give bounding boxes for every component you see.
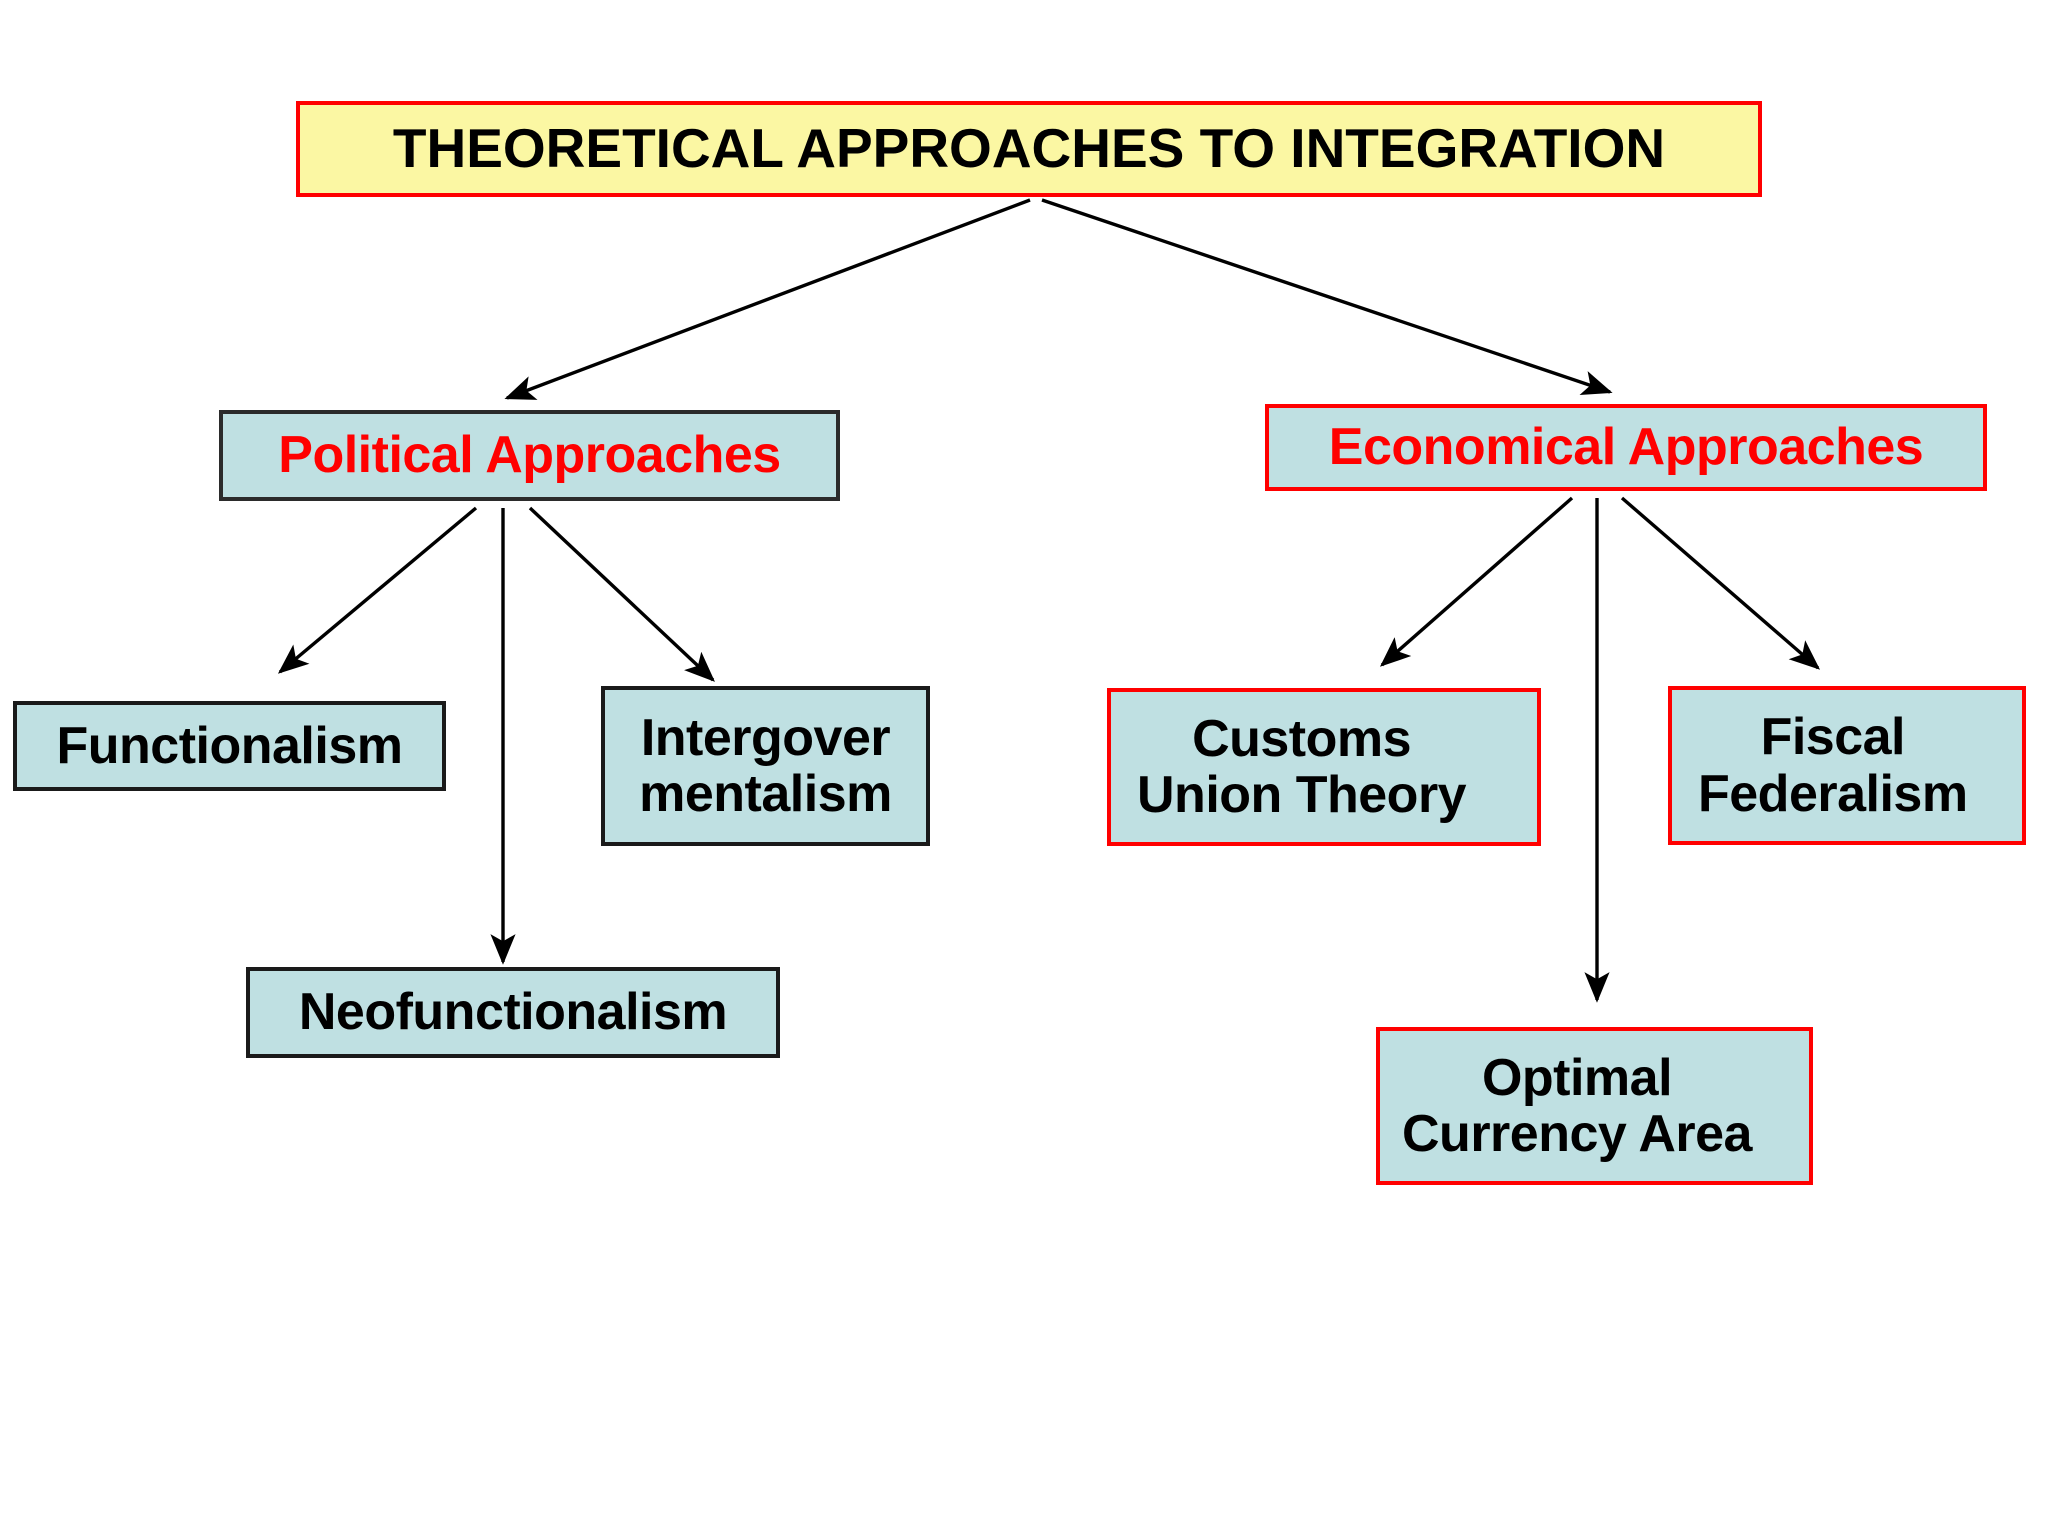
- connector-economical-to-fiscal: [1620, 496, 1821, 670]
- node-fiscal-federalism[interactable]: Fiscal Federalism: [1668, 686, 2026, 845]
- connector-title-to-economical: [1041, 198, 1613, 395]
- connector-political-to-intergovernmentalism: [528, 506, 715, 682]
- node-neofunctionalism[interactable]: Neofunctionalism: [246, 967, 780, 1058]
- node-functionalism[interactable]: Functionalism: [13, 701, 446, 791]
- node-optimal-currency-area[interactable]: Optimal Currency Area: [1376, 1027, 1813, 1185]
- node-political-approaches[interactable]: Political Approaches: [219, 410, 840, 501]
- node-intergovernmentalism[interactable]: Intergover mentalism: [601, 686, 930, 846]
- connector-political-to-functionalism: [277, 506, 478, 674]
- node-economical-approaches[interactable]: Economical Approaches: [1265, 404, 1987, 491]
- node-customs-union-theory[interactable]: Customs Union Theory: [1107, 688, 1541, 846]
- connector-economical-to-customs: [1379, 496, 1574, 667]
- connector-title-to-political: [504, 198, 1031, 400]
- node-theoretical-approaches-to-integration[interactable]: THEORETICAL APPROACHES TO INTEGRATION: [296, 101, 1762, 197]
